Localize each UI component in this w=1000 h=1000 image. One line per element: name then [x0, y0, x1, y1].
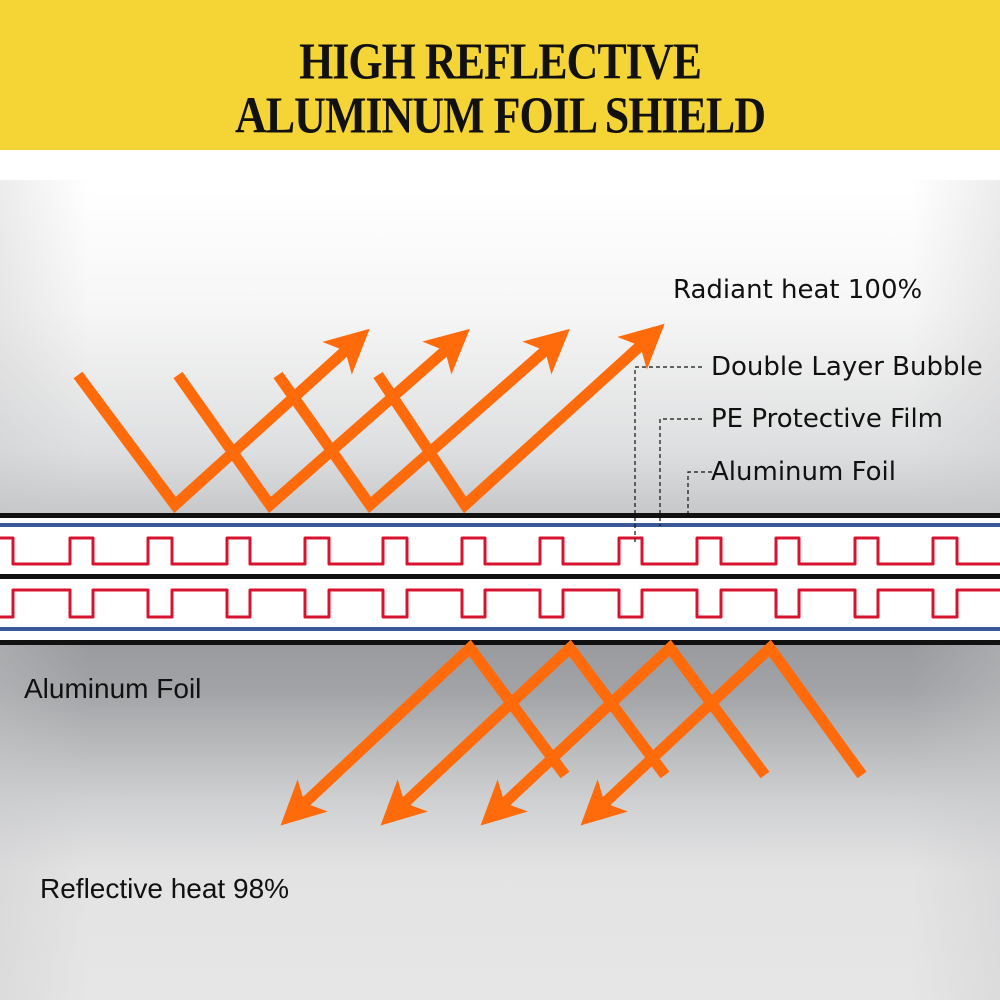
leader-double-layer-bubble — [634, 366, 702, 542]
leader-aluminum-foil — [687, 471, 712, 515]
bubble-row-bottom — [0, 588, 1000, 619]
middle-foil-line — [0, 574, 1000, 579]
reflected-arrow-icon — [580, 639, 867, 826]
title-line-1: HIGH REFLECTIVE — [299, 32, 702, 91]
bottom-foil-line — [0, 640, 1000, 645]
leader-pe-protective-film — [659, 418, 702, 526]
title-line-2: ALUMINUM FOIL SHIELD — [234, 86, 766, 145]
reflected-heat-arrows — [280, 639, 867, 826]
pe-protective-film-label: PE Protective Film — [711, 404, 944, 434]
bottom-film-line — [0, 627, 1000, 631]
aluminum-foil-bottom-label: Aluminum Foil — [24, 673, 202, 704]
title-banner: HIGH REFLECTIVE ALUMINUM FOIL SHIELD — [0, 0, 1000, 150]
reflected-arrow-icon — [380, 639, 670, 826]
radiant-arrow-icon — [273, 328, 570, 514]
radiant-heat-arrows — [73, 323, 665, 514]
radiant-arrow-icon — [373, 323, 665, 514]
radiant-heat-label: Radiant heat 100% — [673, 275, 923, 305]
top-foil-line — [0, 513, 1000, 518]
top-film-line — [0, 523, 1000, 527]
leader-lines — [634, 366, 712, 542]
double-layer-bubble-label: Double Layer Bubble — [711, 352, 983, 382]
reflected-arrow-icon — [280, 639, 570, 826]
reflective-heat-label: Reflective heat 98% — [40, 873, 290, 904]
aluminum-foil-top-label: Aluminum Foil — [711, 457, 896, 487]
bubble-row-top — [0, 536, 1000, 566]
reflected-arrow-icon — [480, 639, 770, 826]
